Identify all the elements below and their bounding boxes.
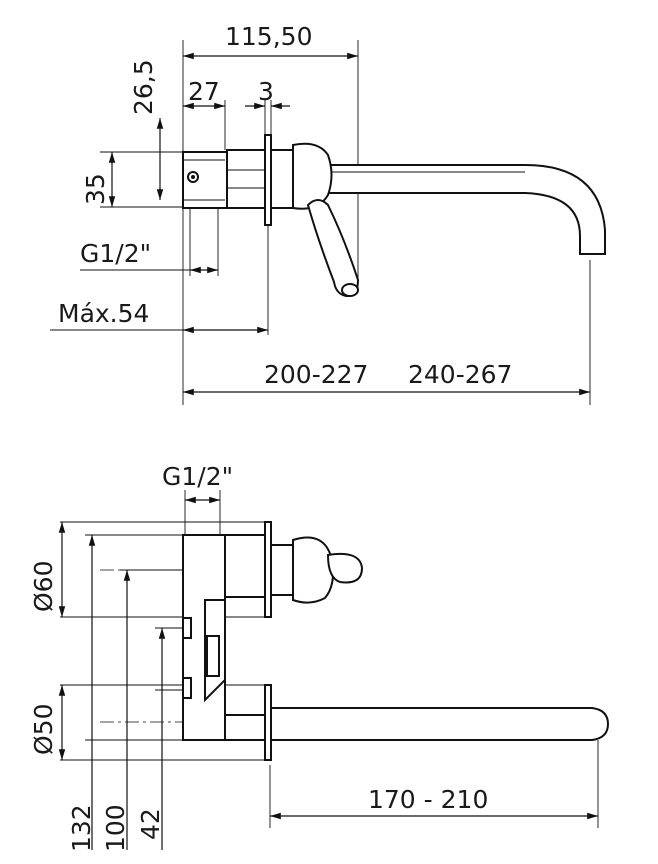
dim-diameter-50: Ø50 [29,704,58,756]
dim-height-42: 42 [136,808,165,840]
dim-flange-offset: 26,5 [129,59,158,115]
lever-handle [306,199,360,298]
dim-flange-thickness: 3 [258,77,274,106]
dim-diameter-60: Ø60 [29,561,58,613]
dim-spout-length: 170 - 210 [368,785,488,814]
dim-spout-range-long: 240-267 [408,360,512,389]
top-side-view [50,40,606,405]
dim-thread-top: G1/2" [80,239,151,268]
dim-height-132: 132 [67,804,96,852]
handle-front [292,536,335,604]
handle-hub [292,142,333,210]
dim-spout-range-short: 200-227 [264,360,368,389]
dim-thread-front: G1/2" [162,462,233,491]
dim-body-height: 35 [81,173,110,205]
bottom-front-view [58,490,610,850]
dim-body-width: 27 [188,77,220,106]
lever-front [326,552,364,584]
dim-height-100: 100 [101,804,130,852]
dim-max-depth: Máx.54 [58,299,149,328]
spout [299,164,606,255]
spout-front [270,707,610,741]
dim-total-depth: 115,50 [225,22,312,51]
